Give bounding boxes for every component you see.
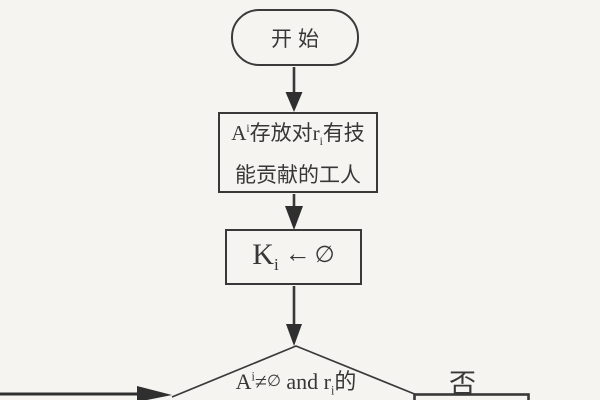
empty-set-icon: ∅ xyxy=(314,242,335,268)
node-init-k: Ki←∅ xyxy=(225,229,362,285)
bottom-right-box-shape xyxy=(413,393,530,400)
node-condition-label: Ai≠∅ and ri的 xyxy=(235,369,357,398)
arrow-assign-to-init-icon xyxy=(285,194,303,230)
arrow-start-to-assign-icon xyxy=(285,67,303,112)
empty-set-icon: ∅ xyxy=(266,373,281,390)
edge-label-no: 否 xyxy=(449,369,476,399)
arrow-init-to-decision-icon xyxy=(286,286,302,346)
node-start: 开始 xyxy=(231,9,359,66)
decision-diamond-shape xyxy=(171,345,418,398)
node-init-k-label: Ki←∅ xyxy=(252,238,335,275)
node-assign-workers-label: Ai存放对ri有技 能贡献的工人 xyxy=(231,120,365,188)
assign-arrow-icon: ← xyxy=(284,239,311,269)
node-start-label: 开始 xyxy=(271,26,325,51)
node-assign-workers: Ai存放对ri有技 能贡献的工人 xyxy=(218,112,378,193)
loopback-arrow-icon xyxy=(0,386,172,400)
